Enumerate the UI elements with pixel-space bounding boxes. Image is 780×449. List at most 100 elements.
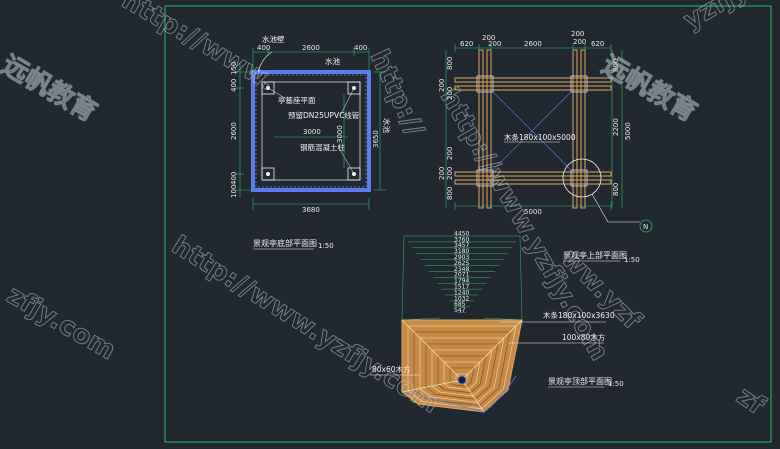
roof-level-label: 1794 xyxy=(454,278,469,285)
watermark-brand: 远帆教育 xyxy=(0,49,102,128)
dim-text: 400 xyxy=(354,44,367,52)
drawing-frame xyxy=(164,5,772,443)
dim-text: 200 xyxy=(488,40,501,48)
wall-curve xyxy=(257,51,273,73)
label-beam: 木条180x100x5000 xyxy=(504,132,576,142)
watermark-brand: 远帆教育 xyxy=(597,49,703,128)
roof-level-label: 4450 xyxy=(454,230,469,237)
label-water-right: 水池 xyxy=(382,118,392,133)
timber-beam-horizontal xyxy=(454,171,612,177)
concrete-column xyxy=(261,81,275,95)
roof-level-label: 2903 xyxy=(454,254,469,261)
roof-level-label: 1032 xyxy=(454,295,469,302)
dim-text: 2600 xyxy=(302,44,320,52)
label-column-base: 亭基座平面 xyxy=(278,95,316,105)
dim-text: 400 xyxy=(230,172,238,185)
label-small: 80x60木方 xyxy=(372,364,411,374)
concrete-column xyxy=(347,167,361,181)
dim-text: 2600 xyxy=(230,122,238,140)
dim-text: 3680 xyxy=(302,206,320,214)
timber-beam-horizontal xyxy=(454,85,612,91)
dim-text: 800 xyxy=(612,183,620,196)
watermark-fragment: zf xyxy=(731,381,770,421)
concrete-column xyxy=(347,81,361,95)
dim-text: 3000 xyxy=(336,125,344,143)
roof-level-label: 2625 xyxy=(454,260,469,267)
dim-text: 200 xyxy=(438,79,446,92)
timber-beam-horizontal xyxy=(454,77,612,83)
roof-ridge xyxy=(401,379,463,393)
dim-text: 800 xyxy=(612,59,620,72)
dim-text: 2200 xyxy=(612,118,620,136)
timber-beam-vertical xyxy=(572,49,578,209)
label-water-wall: 水池壁 xyxy=(262,34,285,44)
roof-level-label: 2348 xyxy=(454,266,469,273)
dim-text: 800 xyxy=(446,57,454,70)
detail-circle xyxy=(562,158,602,198)
timber-beam-vertical xyxy=(478,49,484,209)
dim-text: 620 xyxy=(591,40,604,48)
dim-text: 150 xyxy=(230,62,238,75)
dim-text: 800 xyxy=(446,187,454,200)
dim-text: 200 xyxy=(571,30,584,38)
watermark-url: http:// xyxy=(364,45,430,141)
watermark-url: http://www. xyxy=(117,0,281,97)
roof-ridge xyxy=(401,319,463,381)
timber-beam-horizontal xyxy=(454,179,612,185)
leader-line xyxy=(339,87,355,117)
dim-text: 2600 xyxy=(524,40,542,48)
dim-text: 620 xyxy=(460,40,473,48)
label-water-top: 水池 xyxy=(325,56,340,66)
dim-text: 200 xyxy=(482,34,495,42)
base-moat-line xyxy=(255,74,367,188)
watermark-fragment: zfjy.com xyxy=(2,280,121,366)
title-roof-plan: 景观亭顶部平面图 xyxy=(548,376,612,386)
scale-roof-plan: 1:50 xyxy=(608,380,624,388)
roof-apex xyxy=(457,375,467,385)
top-plan: N 620 200 2600 200 620 200 200 200 800 2… xyxy=(438,30,653,264)
label-strip: 木条180x100x3630 xyxy=(543,310,615,320)
title-base-plan: 景观亭底部平面图 xyxy=(253,238,317,248)
roof-level-label: 3180 xyxy=(454,248,469,255)
roof-curve xyxy=(401,375,517,413)
roof-dimension-lines xyxy=(401,235,523,321)
roof-level-labels: 4450376034573180290326252348207117941517… xyxy=(454,230,469,314)
watermark-layer: http://www.yzfjy.com http:// http://www.… xyxy=(0,0,771,422)
roof-level-label: 547 xyxy=(454,307,466,314)
dim-text: 100 xyxy=(230,185,238,198)
roof-plan: 4450376034573180290326252348207117941517… xyxy=(370,230,624,413)
dim-text: 200 xyxy=(438,167,446,180)
dim-text: 400 xyxy=(257,44,270,52)
watermark-url: yzfjy xyxy=(679,0,754,36)
base-outer-wall xyxy=(251,70,371,192)
timber-beam-vertical xyxy=(486,49,492,209)
roof-level-label: 1517 xyxy=(454,284,469,291)
post xyxy=(570,75,588,93)
label-square: 100x80木方 xyxy=(562,332,606,342)
concrete-column xyxy=(261,167,275,181)
scale-top-plan: 1:50 xyxy=(624,256,640,264)
leader-line xyxy=(267,87,291,102)
base-plan: 400 2600 400 150 400 2600 400 100 3000 3… xyxy=(230,34,392,250)
dim-text: 5000 xyxy=(624,122,632,140)
dim-text: 3650 xyxy=(372,130,380,148)
timber-beam-vertical xyxy=(580,49,586,209)
label-column: 钢筋混凝土柱 xyxy=(300,142,345,152)
label-pipe: 预留DN25UPVC线管 xyxy=(288,110,360,120)
post xyxy=(476,169,494,187)
pipe-mark xyxy=(266,172,270,176)
post xyxy=(570,169,588,187)
roof-guide-line xyxy=(519,235,523,321)
post xyxy=(476,75,494,93)
dim-text: 200 xyxy=(446,167,454,180)
roof-guide-line xyxy=(401,235,405,321)
roof-ridge xyxy=(461,319,523,381)
dim-text: 200 xyxy=(573,38,586,46)
roof-level-label: 2071 xyxy=(454,272,469,279)
leader-line xyxy=(337,145,355,175)
roof-level-label: 3457 xyxy=(454,242,469,249)
dim-text: 3000 xyxy=(303,128,321,136)
dim-text: 5000 xyxy=(524,208,542,216)
